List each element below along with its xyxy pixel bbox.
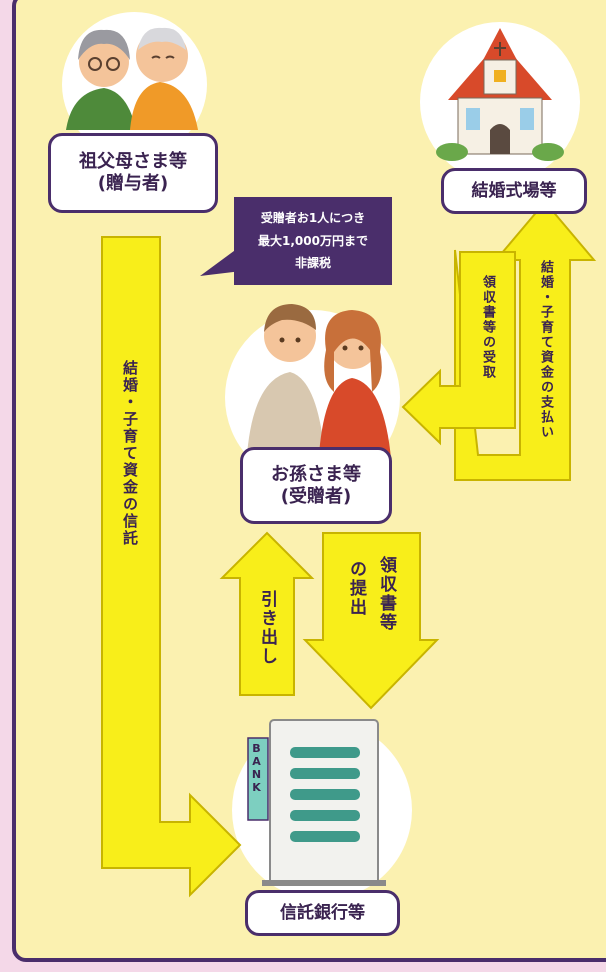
bank-building-icon	[247, 719, 386, 886]
tax-exemption-callout: 受贈者お1人につき 最大1,000万円まで 非課税	[234, 197, 392, 285]
grandchild-role: (受贈者)	[280, 485, 352, 507]
submit-arrow	[302, 532, 440, 710]
grandchild-label: お孫さま等	[271, 463, 361, 485]
submit-arrow-label-col2: の提出	[346, 560, 366, 617]
trust-arrow-label: 結婚・子育て資金の信託	[121, 360, 139, 547]
grandparents-label: 祖父母さま等	[79, 151, 187, 173]
bank-node: 信託銀行等	[245, 890, 400, 936]
withdraw-arrow	[219, 531, 315, 696]
grandparents-illustration	[66, 27, 198, 130]
trust-arrow	[101, 236, 242, 898]
payment-arrow-label: 結婚・子育て資金の支払い	[538, 260, 553, 440]
venue-node: 結婚式場等	[441, 168, 587, 214]
bank-label: 信託銀行等	[280, 902, 365, 923]
grandparents-node: 祖父母さま等 (贈与者)	[48, 133, 218, 213]
bank-sign-text: BANK	[250, 742, 263, 794]
receipt-arrow-label: 領収書等の受取	[480, 275, 495, 380]
grandchild-node: お孫さま等 (受贈者)	[240, 447, 392, 524]
church-icon	[436, 28, 564, 161]
withdraw-arrow-label: 引き出し	[257, 590, 277, 666]
couple-illustration	[246, 304, 392, 470]
grandparents-role: (贈与者)	[97, 173, 169, 194]
callout-line-2: 最大1,000万円まで	[258, 233, 368, 248]
callout-line-1: 受贈者お1人につき	[260, 210, 366, 225]
submit-arrow-label-col1: 領収書等	[376, 556, 396, 632]
callout-line-3: 非課税	[294, 256, 331, 271]
receipt-arrow	[401, 251, 516, 446]
venue-label: 結婚式場等	[471, 180, 557, 201]
